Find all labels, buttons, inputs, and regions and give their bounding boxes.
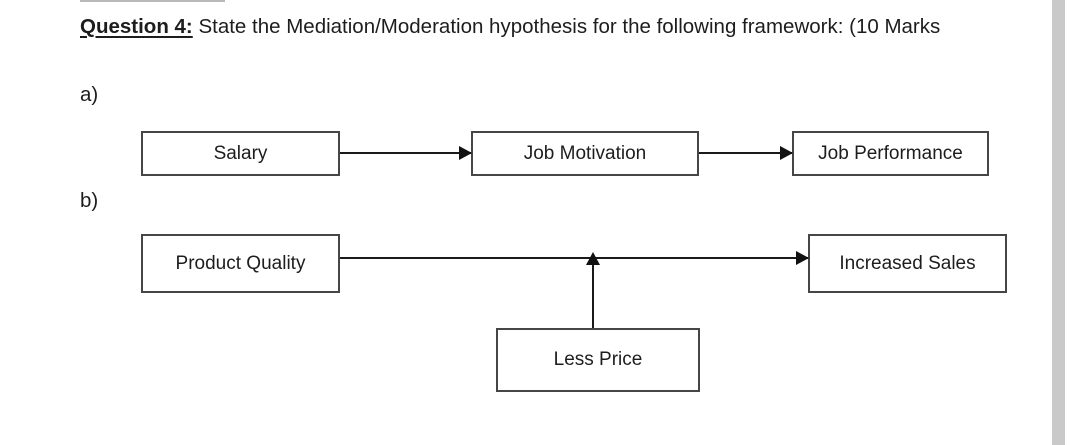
arrowhead-less-price-to-path-icon xyxy=(586,252,600,265)
connector-job-motivation-to-job-performance xyxy=(699,152,793,154)
node-increased-sales: Increased Sales xyxy=(808,234,1007,293)
question-heading: Question 4: State the Mediation/Moderati… xyxy=(80,13,940,41)
vertical-scrollbar[interactable] xyxy=(1052,0,1065,445)
node-product-quality-label: Product Quality xyxy=(175,252,306,274)
node-job-performance-label: Job Performance xyxy=(818,142,963,164)
node-salary-label: Salary xyxy=(213,142,268,164)
question-text: State the Mediation/Moderation hypothesi… xyxy=(198,15,844,38)
node-salary: Salary xyxy=(141,131,340,176)
node-less-price-label: Less Price xyxy=(553,349,643,370)
clipped-line-remnant xyxy=(80,0,225,2)
node-job-motivation-label: Job Motivation xyxy=(523,142,647,164)
part-label-a: a) xyxy=(80,83,99,106)
node-increased-sales-label: Increased Sales xyxy=(839,252,976,274)
question-number-label: Question 4: xyxy=(80,15,193,38)
arrowhead-product-quality-to-increased-sales-icon xyxy=(796,251,809,265)
arrowhead-salary-to-job-motivation-icon xyxy=(459,146,472,160)
node-less-price: Less Price xyxy=(496,328,700,392)
node-job-performance: Job Performance xyxy=(792,131,989,176)
scrollbar-gutter xyxy=(1065,0,1079,445)
node-product-quality: Product Quality xyxy=(141,234,340,293)
marks-annotation: (10 Marks xyxy=(849,15,941,38)
node-job-motivation: Job Motivation xyxy=(471,131,699,176)
arrowhead-job-motivation-to-job-performance-icon xyxy=(780,146,793,160)
connector-salary-to-job-motivation xyxy=(340,152,472,154)
part-label-b: b) xyxy=(80,189,99,212)
connector-less-price-to-path xyxy=(592,258,594,329)
connector-product-quality-to-increased-sales xyxy=(340,257,809,259)
